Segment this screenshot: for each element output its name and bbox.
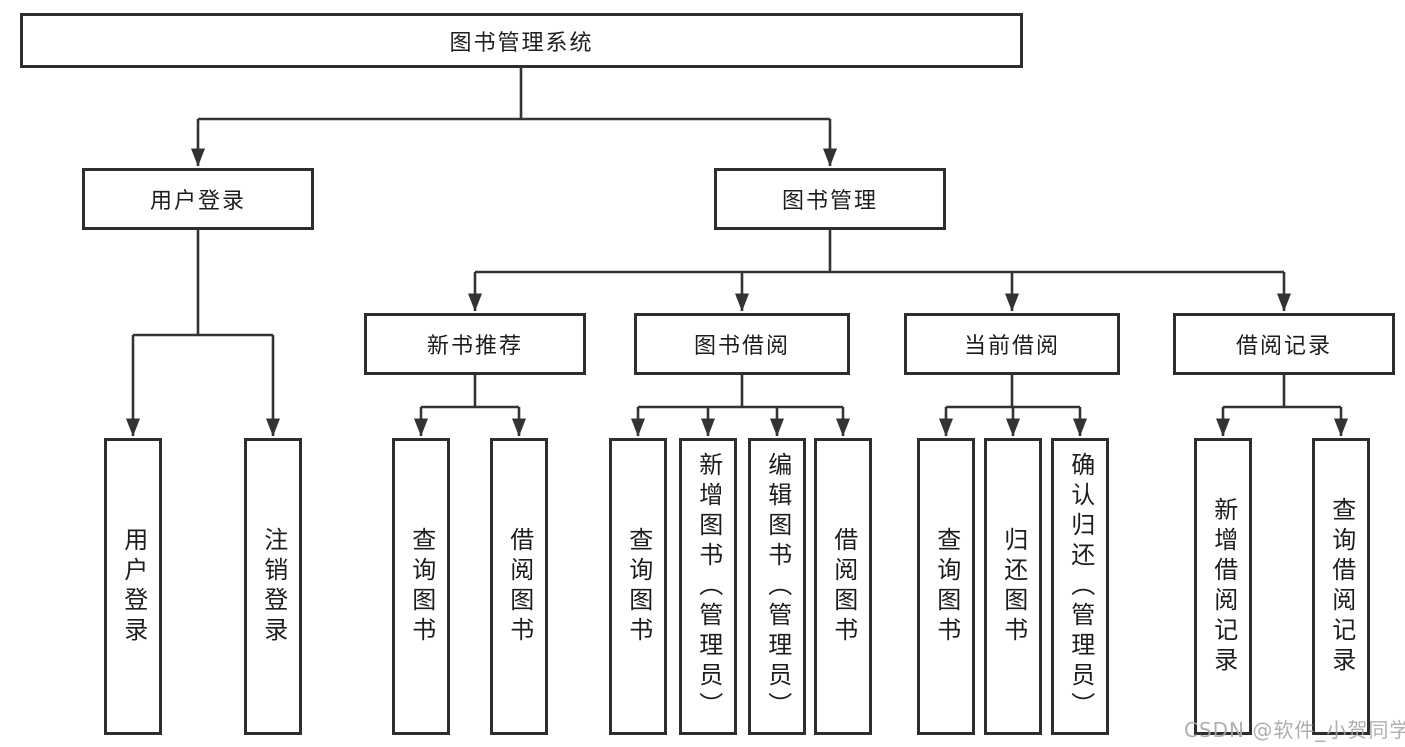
- node-label: 新增图书（管理员）: [694, 451, 723, 722]
- node-label: 用户登录: [119, 526, 148, 647]
- node-label: 编辑图书（管理员）: [763, 451, 792, 722]
- node-label: 借阅记录: [1235, 334, 1332, 359]
- node-label: 用户登录: [149, 189, 246, 214]
- node-label: 图书借阅: [693, 334, 790, 359]
- leaf-query-books-current: 查询图书: [917, 438, 975, 735]
- csdn-watermark: CSDN @软件_小贺同学: [1184, 718, 1405, 742]
- leaf-add-books-admin: 新增图书（管理员）: [679, 438, 737, 735]
- node-label: 查询图书: [407, 526, 436, 647]
- node-label: 新增借阅记录: [1209, 496, 1238, 677]
- node-label: 查询图书: [932, 526, 961, 647]
- leaf-query-borrow-record: 查询借阅记录: [1312, 438, 1370, 735]
- node-label: 注销登录: [259, 526, 288, 647]
- leaf-query-books-borrow: 查询图书: [609, 438, 667, 735]
- node-label: 确认归还（管理员）: [1066, 451, 1095, 722]
- node-label: 借阅图书: [829, 526, 858, 647]
- node-label: 新书推荐: [426, 334, 523, 359]
- leaf-borrow-books: 借阅图书: [814, 438, 872, 735]
- node-library-management-system: 图书管理系统: [20, 13, 1023, 68]
- node-label: 图书管理: [781, 189, 878, 214]
- leaf-borrow-books-recommend: 借阅图书: [490, 438, 548, 735]
- node-book-borrow: 图书借阅: [634, 313, 850, 375]
- node-label: 查询借阅记录: [1327, 496, 1356, 677]
- leaf-return-books: 归还图书: [984, 438, 1042, 735]
- node-label: 当前借阅: [963, 334, 1060, 359]
- leaf-confirm-return-admin: 确认归还（管理员）: [1051, 438, 1109, 735]
- node-label: 借阅图书: [505, 526, 534, 647]
- node-book-management: 图书管理: [714, 168, 946, 230]
- leaf-user-login: 用户登录: [104, 438, 162, 735]
- node-label: 图书管理系统: [449, 30, 594, 56]
- leaf-logout: 注销登录: [244, 438, 302, 735]
- node-current-borrow: 当前借阅: [904, 313, 1120, 375]
- leaf-edit-books-admin: 编辑图书（管理员）: [748, 438, 806, 735]
- leaf-query-books-recommend: 查询图书: [392, 438, 450, 735]
- node-borrow-records: 借阅记录: [1173, 313, 1395, 375]
- node-label: 查询图书: [624, 526, 653, 647]
- node-label: 归还图书: [999, 526, 1028, 647]
- node-user-login-group: 用户登录: [82, 168, 314, 230]
- node-new-book-recommend: 新书推荐: [364, 313, 586, 375]
- leaf-add-borrow-record: 新增借阅记录: [1194, 438, 1252, 735]
